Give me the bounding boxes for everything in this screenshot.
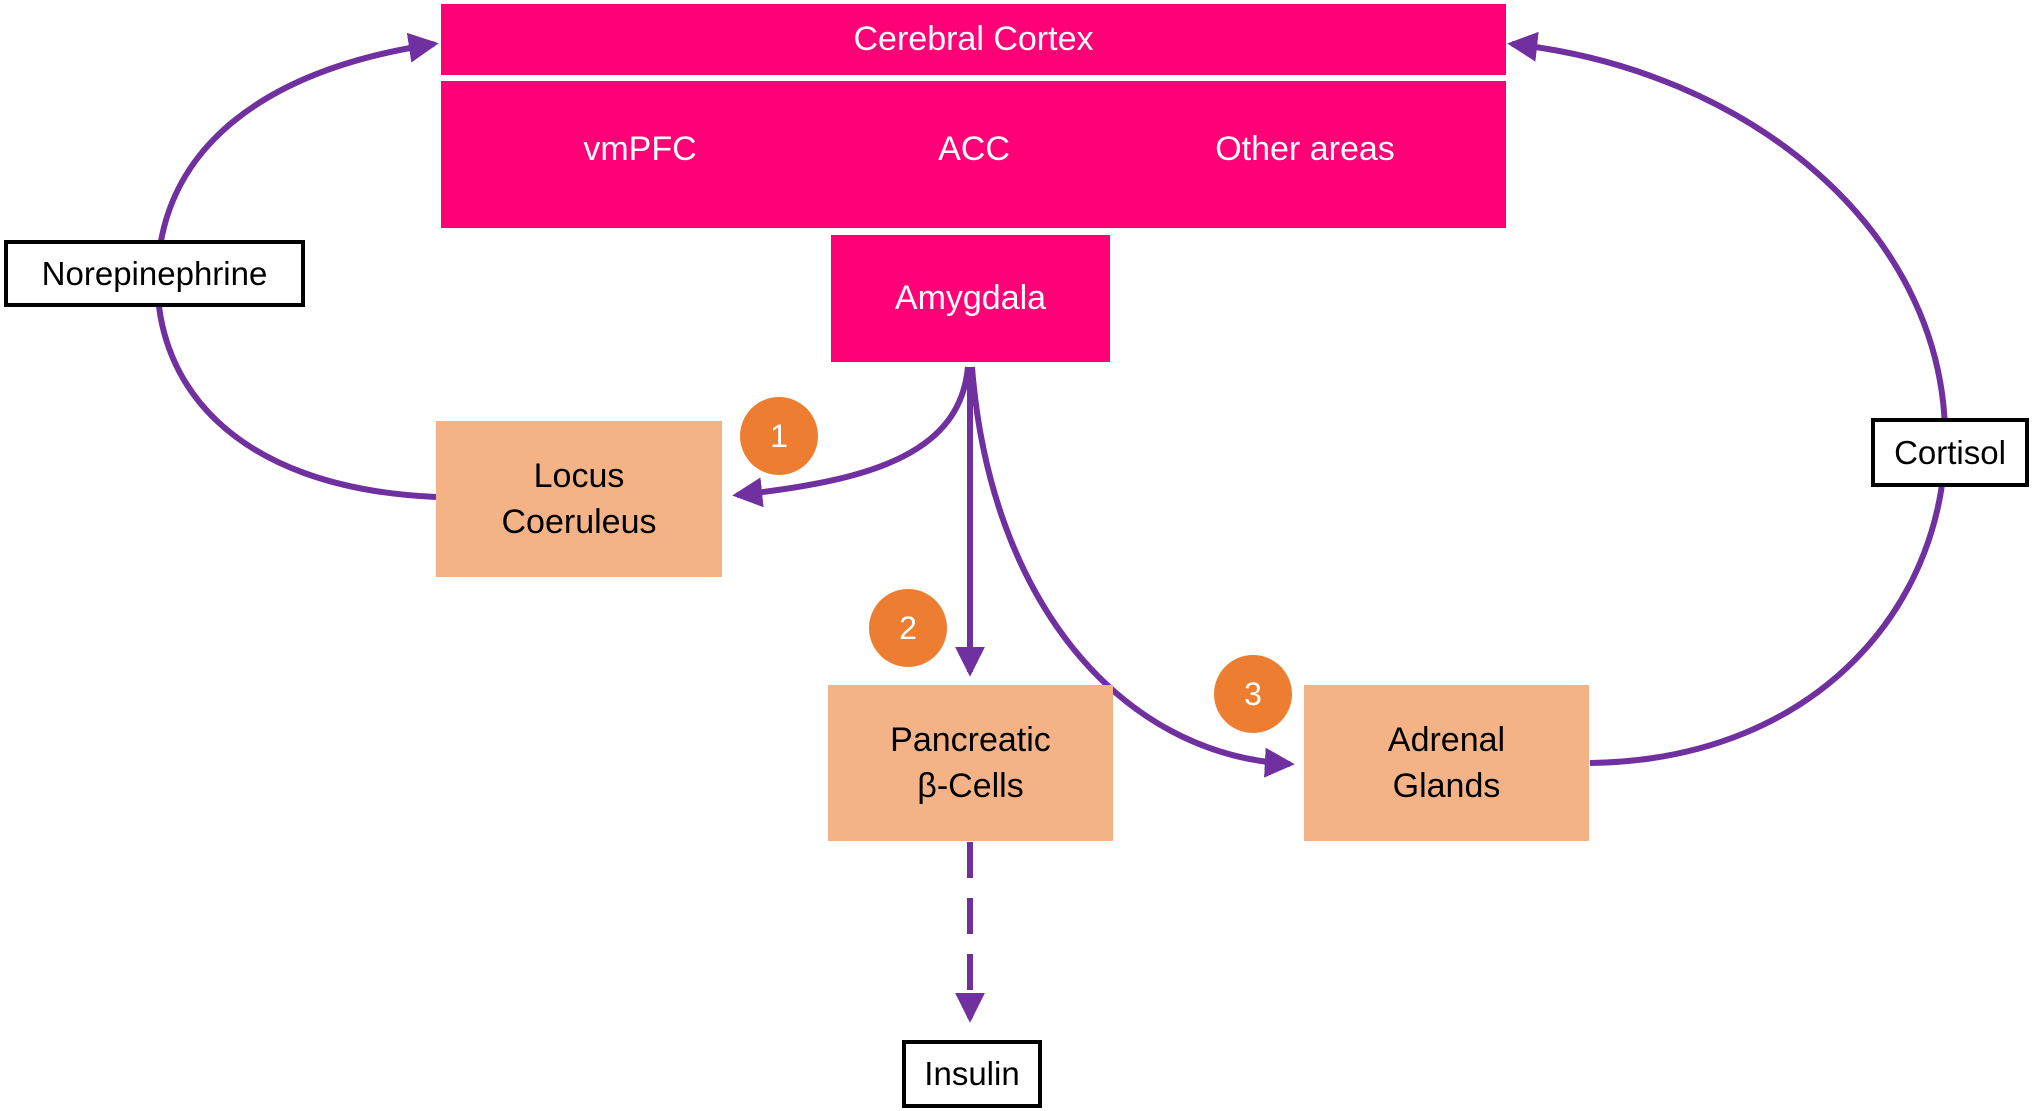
adrenal-glands-line-2: Glands xyxy=(1392,767,1501,805)
locus-coeruleus-line-1: Locus xyxy=(533,457,625,495)
pancreatic-cells-line-2: β-Cells xyxy=(917,767,1024,805)
cortisol-arrow xyxy=(1507,31,1949,766)
amygdala-to-locus-arrow xyxy=(732,366,971,508)
locus-coeruleus-line-2: Coeruleus xyxy=(501,503,657,541)
norepinephrine-text: Norepinephrine xyxy=(41,254,268,292)
adrenal-glands-line-1: Adrenal xyxy=(1387,721,1506,759)
cortisol-text: Cortisol xyxy=(1894,433,2006,471)
cerebral-cortex-box: Cerebral Cortex xyxy=(441,4,1506,228)
step-badge-1-number: 1 xyxy=(770,417,788,454)
adrenal-glands-box: Adrenal Glands xyxy=(1304,685,1589,841)
step-badge-1: 1 xyxy=(740,397,818,475)
locus-coeruleus-box: Locus Coeruleus xyxy=(436,421,722,577)
cortex-area-acc: ACC xyxy=(938,130,1010,168)
insulin-label: Insulin xyxy=(902,1040,1042,1108)
cortex-divider xyxy=(441,75,1506,81)
pancreatic-cells-box: Pancreatic β-Cells xyxy=(828,685,1113,841)
insulin-text: Insulin xyxy=(924,1055,1020,1092)
step-badge-3: 3 xyxy=(1214,655,1292,733)
cortex-area-vmpfc: vmPFC xyxy=(583,130,697,168)
step-badge-2-number: 2 xyxy=(899,609,917,646)
cortisol-label: Cortisol xyxy=(1871,418,2029,487)
step-badge-2: 2 xyxy=(869,589,947,667)
cortex-area-other: Other areas xyxy=(1215,130,1395,168)
amygdala-to-adrenal-arrow xyxy=(969,366,1295,778)
amygdala-label: Amygdala xyxy=(894,279,1047,317)
step-badge-3-number: 3 xyxy=(1244,675,1262,712)
cerebral-cortex-label: Cerebral Cortex xyxy=(853,20,1094,58)
amygdala-box: Amygdala xyxy=(831,235,1110,362)
norepinephrine-label: Norepinephrine xyxy=(4,240,305,307)
pancreatic-cells-line-1: Pancreatic xyxy=(890,721,1051,759)
